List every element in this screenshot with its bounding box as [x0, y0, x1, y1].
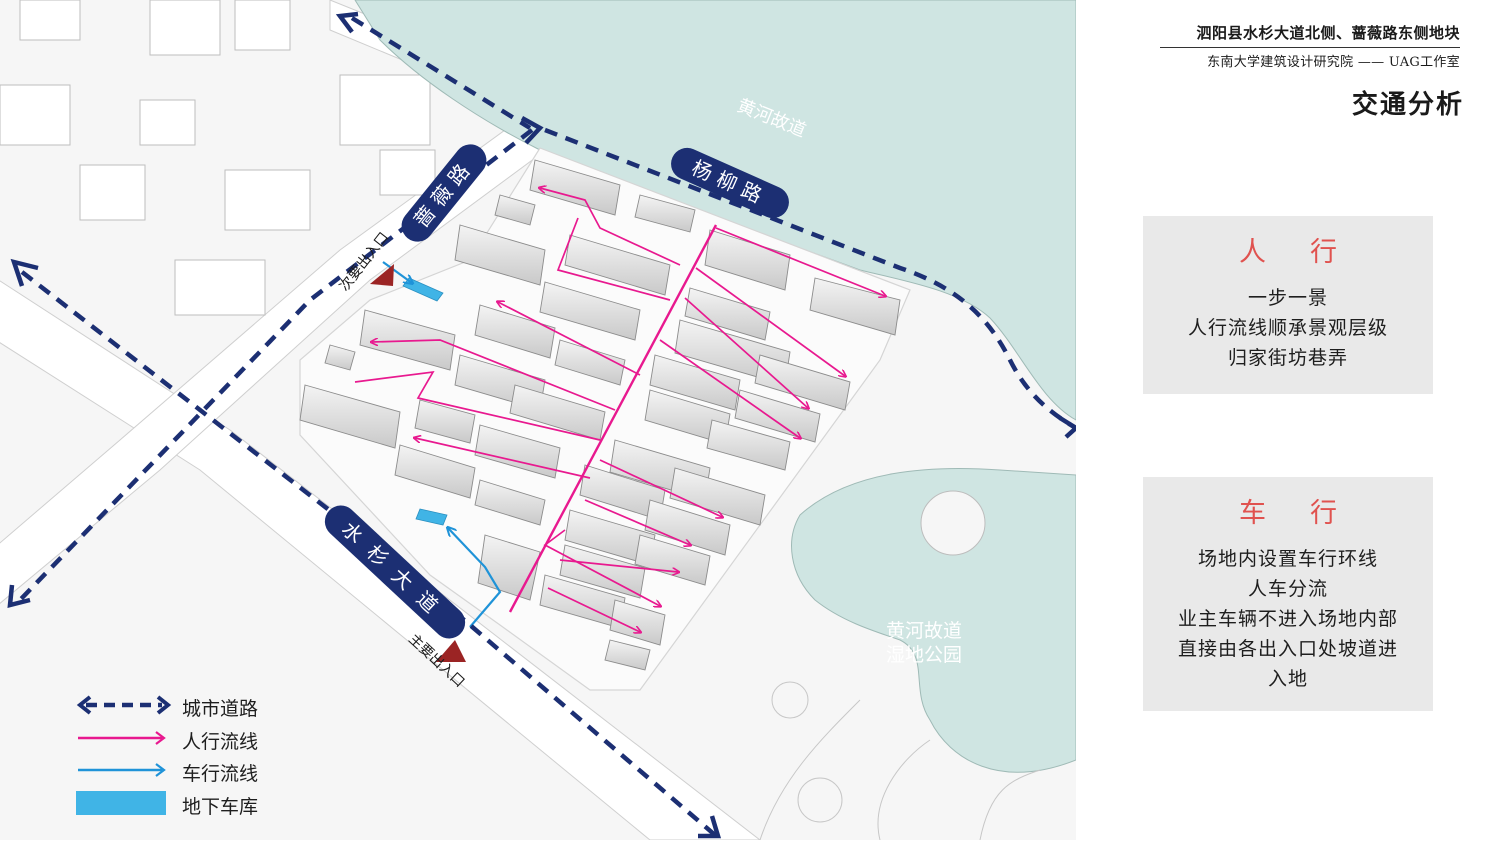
vehicle-line-2: 人车分流	[1247, 578, 1328, 600]
legend-underground-garage: 地下车库	[76, 790, 316, 818]
pedestrian-line-3: 归家街坊巷弄	[1227, 347, 1348, 369]
page-title: 交通分析	[1351, 90, 1464, 120]
wetland-lake	[791, 467, 1076, 773]
project-header: 泗阳县水杉大道北侧、蔷薇路东侧地块 东南大学建筑设计研究院 —— UAG工作室	[1160, 22, 1460, 70]
context-buildings	[0, 0, 436, 316]
park-paths	[759, 681, 1041, 840]
vehicle-panel: 车行 场地内设置车行环线 人车分流 业主车辆不进入场地内部 直接由各出入口处坡道…	[1143, 477, 1433, 711]
vehicle-line-5: 入地	[1267, 668, 1308, 690]
pedestrian-line-2: 人行流线顺承景观层级	[1187, 317, 1388, 339]
vehicle-panel-title: 车行	[1239, 498, 1381, 529]
vehicle-flows	[382, 261, 502, 628]
vehicle-flow-swatch-icon	[78, 763, 166, 777]
pedestrian-flows	[354, 188, 885, 632]
vehicle-line-1: 场地内设置车行环线	[1197, 548, 1378, 570]
legend-vehicle-flow: 车行流线	[76, 757, 316, 785]
site-traffic-map: 杨柳路 蔷薇路 水杉大道 次要出入口 主要出入口 黄河故道 黄河故道 湿地公园	[0, 0, 1076, 840]
pedestrian-panel-title: 人行	[1239, 237, 1381, 268]
vehicle-line-3: 业主车辆不进入场地内部	[1177, 608, 1398, 630]
site-boundary	[299, 147, 911, 691]
legend-city-road: 城市道路	[76, 692, 316, 720]
park-label-line1: 黄河故道	[886, 620, 962, 642]
legend-underground-garage-label: 地下车库	[182, 796, 259, 818]
secondary-entrance-marker	[370, 264, 394, 286]
legend-pedestrian-flow-label: 人行流线	[182, 731, 259, 753]
institute-name: 东南大学建筑设计研究院 —— UAG工作室	[1207, 55, 1460, 70]
pedestrian-flow-swatch-icon	[78, 731, 166, 745]
vehicle-line-4: 直接由各出入口处坡道进	[1177, 638, 1398, 660]
lake-island	[920, 490, 986, 556]
pedestrian-panel: 人行 一步一景 人行流线顺承景观层级 归家街坊巷弄	[1143, 216, 1433, 394]
garage-swatch-icon	[76, 791, 166, 815]
legend-vehicle-flow-label: 车行流线	[182, 763, 259, 785]
road-arrowheads	[7, 11, 1076, 839]
site-buildings	[299, 159, 901, 671]
city-road-swatch-icon	[76, 695, 172, 715]
legend-pedestrian-flow: 人行流线	[76, 725, 316, 753]
project-name: 泗阳县水杉大道北侧、蔷薇路东侧地块	[1160, 22, 1460, 48]
pedestrian-line-1: 一步一景	[1247, 287, 1328, 309]
legend-city-road-label: 城市道路	[182, 698, 259, 720]
main-entrance-marker	[436, 640, 466, 662]
park-label-line2: 湿地公园	[886, 644, 962, 666]
